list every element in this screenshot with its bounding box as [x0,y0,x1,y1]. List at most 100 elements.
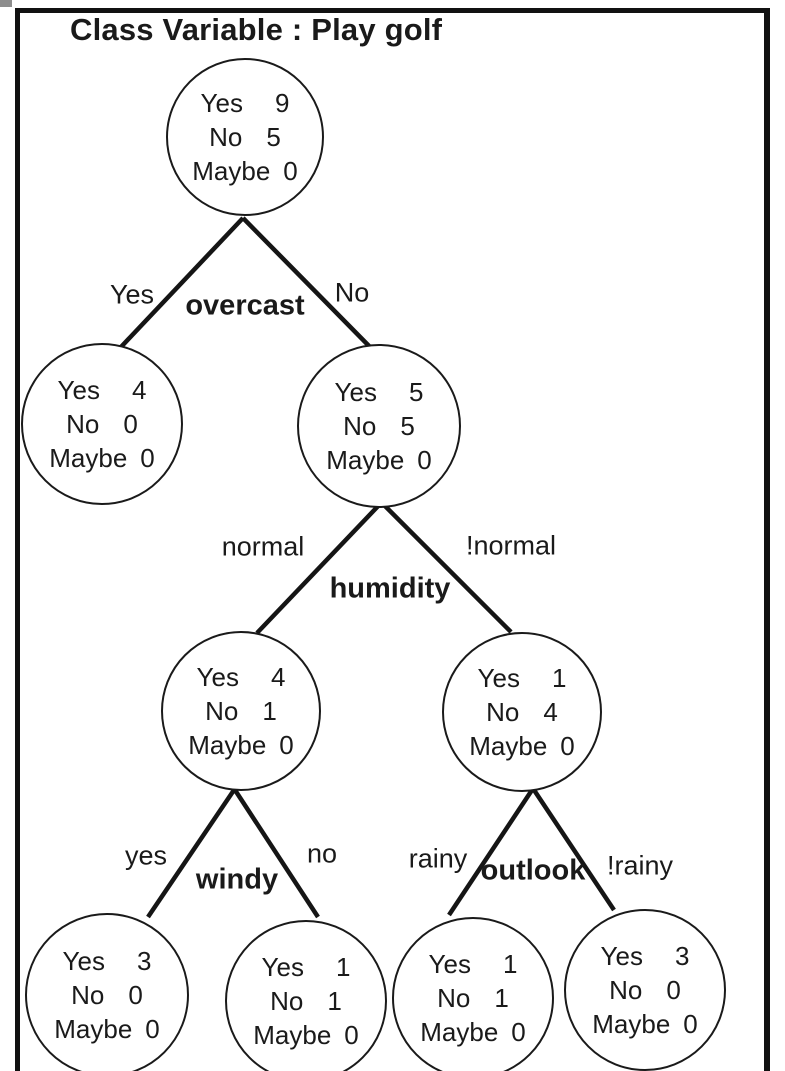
split-label-humidity: humidity [329,572,451,605]
edge-notnormal-outlook-rainy [447,788,534,917]
class-count: 5 [266,122,281,152]
branch-label-humidity-notnormal: !normal [465,530,557,561]
class-label: No [437,983,471,1013]
class-count-row: Yes 3 [601,939,690,973]
edge-normal-windy-no [233,788,320,919]
class-count: 5 [408,377,424,407]
edge-normal-windy-yes [146,788,236,919]
class-count: 4 [131,375,147,405]
class-label: No [609,975,643,1005]
class-count-row: Yes 4 [197,660,286,694]
class-count-row: No 4 [486,695,558,729]
class-label: Maybe [192,156,271,186]
class-label: Maybe [469,731,548,761]
class-count-row: No 5 [209,120,281,154]
class-count: 0 [128,980,143,1010]
class-label: Maybe [49,443,128,473]
class-count: 0 [683,1009,698,1039]
edge-overcastno-humidity-normal [255,501,383,635]
class-label: Maybe [188,730,267,760]
class-count: 1 [502,949,518,979]
class-label: Yes [477,663,520,693]
class-label: No [270,986,304,1016]
class-count-row: Maybe 0 [188,728,294,762]
branch-label-overcast-no: No [334,277,370,308]
class-count-row: No 1 [270,984,342,1018]
class-count: 4 [270,662,286,692]
class-count: 0 [511,1017,526,1047]
class-label: No [486,697,520,727]
diagram-title: Class Variable : Play golf [70,12,443,47]
class-count-row: No 0 [609,973,681,1007]
class-count: 0 [145,1014,160,1044]
class-count-row: Yes 5 [335,375,424,409]
scan-artifact [0,0,12,7]
class-count: 0 [417,445,432,475]
class-count: 0 [666,975,681,1005]
class-label: Maybe [253,1020,332,1050]
branch-label-overcast-yes: Yes [109,279,155,310]
class-count: 5 [400,411,415,441]
class-count-row: No 1 [437,981,509,1015]
class-count: 0 [279,730,294,760]
class-count-row: Maybe 0 [326,443,432,477]
tree-node-overcast-no: Yes 5 No 5 Maybe 0 [297,344,461,508]
class-count: 1 [262,696,277,726]
edge-notnormal-outlook-notrainy [532,788,616,912]
branch-label-outlook-notrainy: !rainy [606,850,674,881]
branch-label-windy-no: no [306,838,338,869]
class-label: Yes [62,946,105,976]
class-label: Yes [600,941,643,971]
tree-node-outlook-not-rainy: Yes 3 No 0 Maybe 0 [564,909,726,1071]
class-count-row: Maybe 0 [469,729,575,763]
branch-label-windy-yes: yes [124,840,168,871]
class-label: No [209,122,243,152]
tree-node-windy-no: Yes 1 No 1 Maybe 0 [225,920,387,1071]
class-count: 0 [140,443,155,473]
class-count: 0 [344,1020,359,1050]
class-label: Maybe [326,445,405,475]
class-count: 1 [335,952,351,982]
class-count-row: Maybe 0 [592,1007,698,1041]
class-count-row: No 0 [66,407,138,441]
class-count: 0 [283,156,298,186]
branch-label-humidity-normal: normal [221,531,305,562]
class-label: Maybe [592,1009,671,1039]
class-label: No [343,411,377,441]
class-count-row: Yes 3 [63,944,152,978]
class-label: Yes [261,952,304,982]
class-count-row: Maybe 0 [49,441,155,475]
class-label: Yes [334,377,377,407]
split-label-overcast: overcast [185,289,305,322]
class-label: Maybe [420,1017,499,1047]
class-count-row: No 5 [343,409,415,443]
split-label-outlook: outlook [480,854,586,887]
edge-root-overcast-yes [118,216,245,350]
split-label-windy: windy [195,863,279,896]
class-count: 3 [136,946,152,976]
class-label: No [66,409,100,439]
class-count: 3 [674,941,690,971]
class-count-row: Maybe 0 [253,1018,359,1052]
edge-overcastno-humidity-notnormal [380,501,513,634]
class-count: 1 [327,986,342,1016]
class-count: 4 [543,697,558,727]
class-label: Yes [196,662,239,692]
class-count: 1 [494,983,509,1013]
class-count: 0 [123,409,138,439]
branch-label-outlook-rainy: rainy [408,843,468,874]
class-count-row: Yes 1 [262,950,351,984]
class-count: 0 [560,731,575,761]
